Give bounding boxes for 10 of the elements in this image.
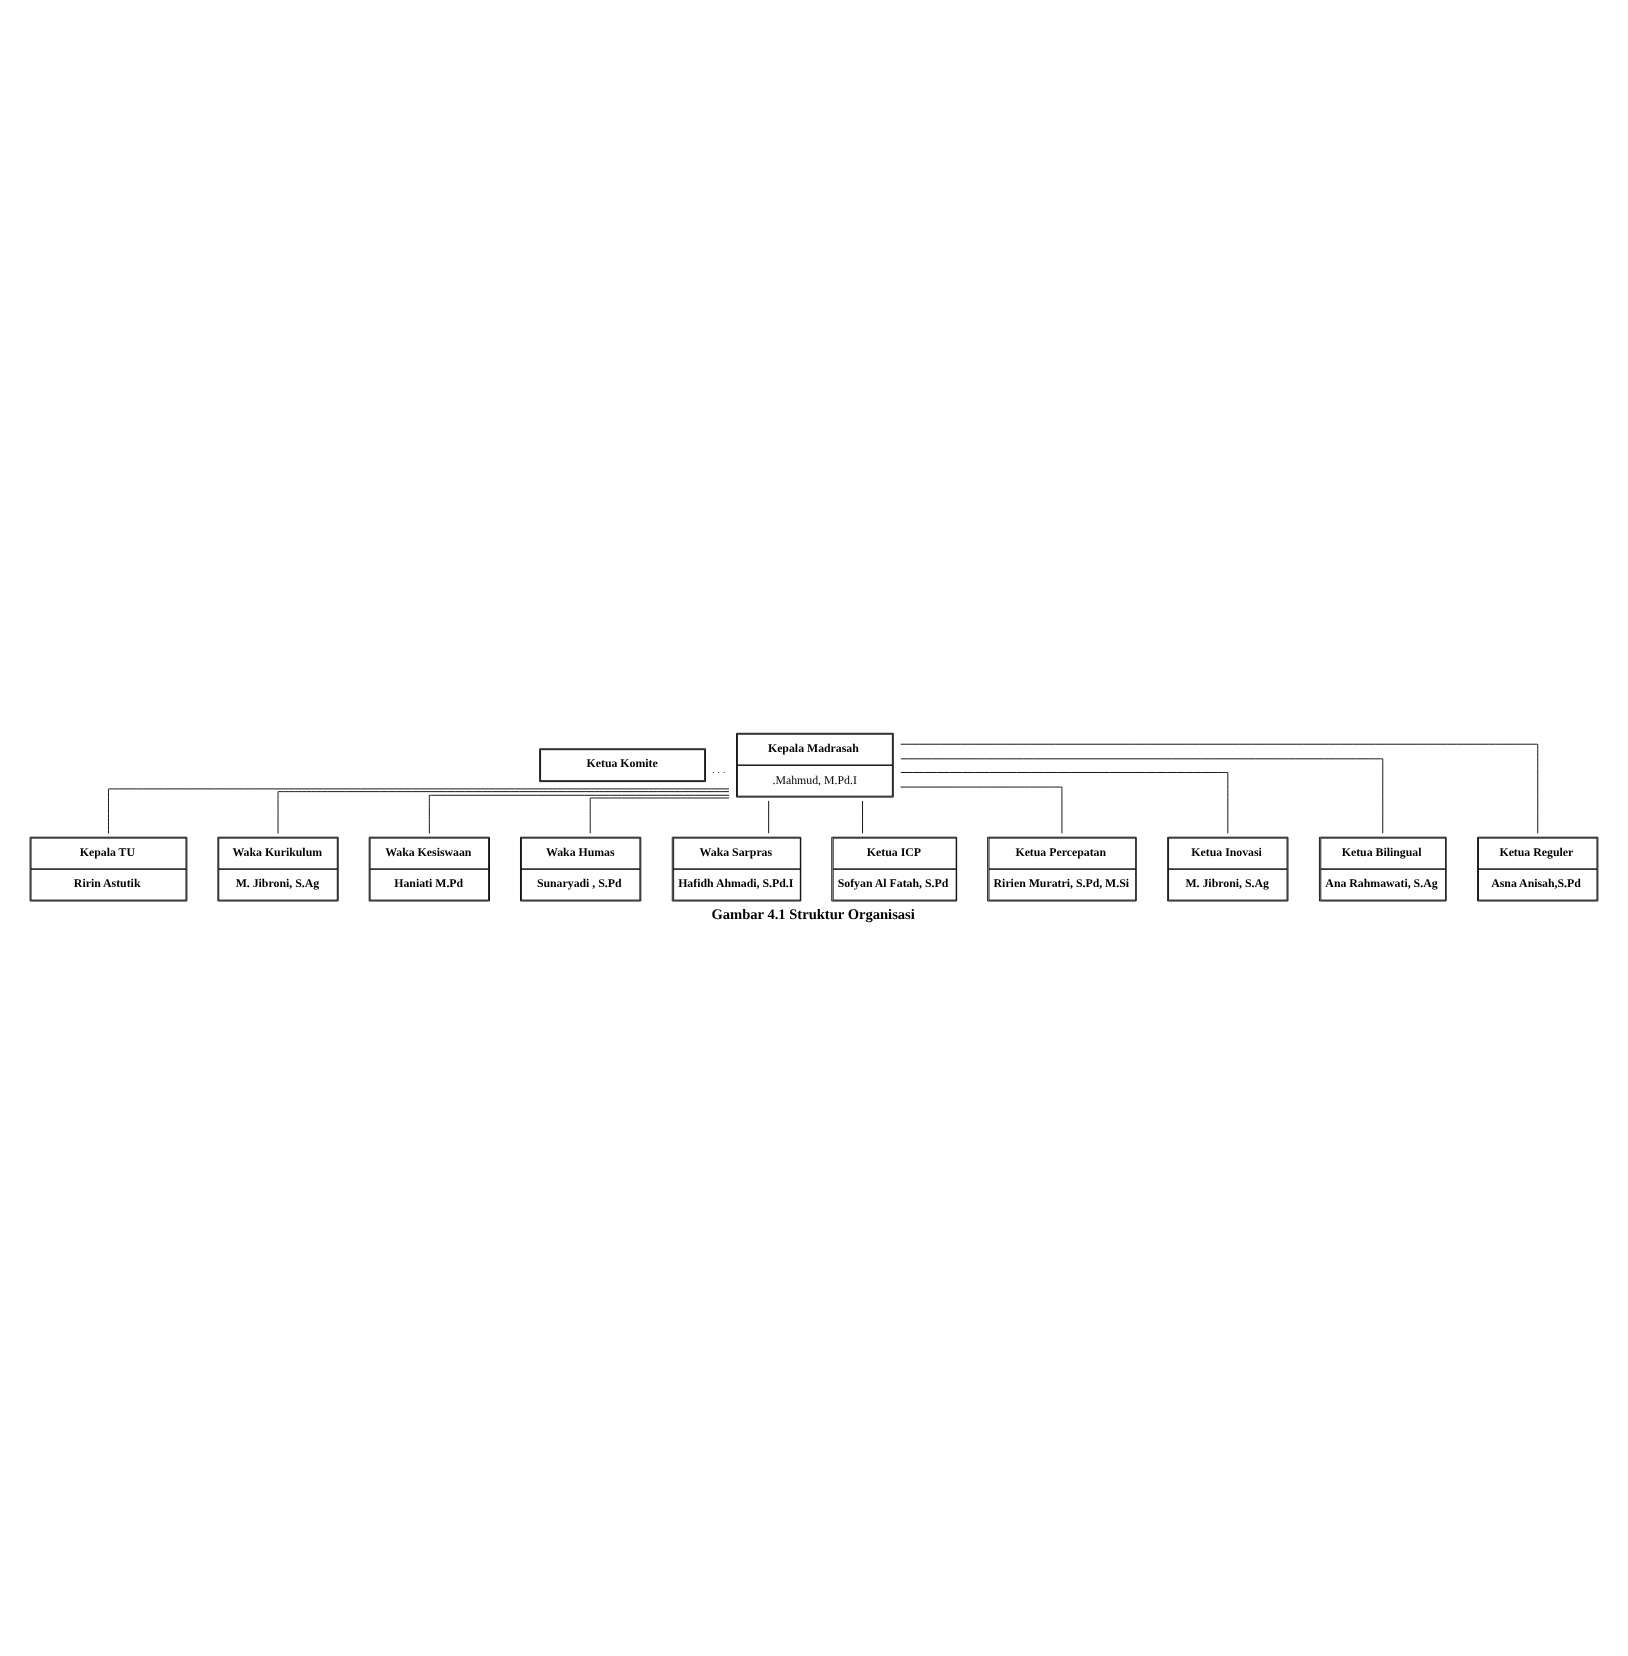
- connector: [900, 785, 1063, 833]
- connector: [428, 793, 730, 833]
- connector: [862, 799, 863, 833]
- connector: [768, 799, 770, 833]
- connector: [277, 790, 730, 833]
- connector: [108, 787, 730, 833]
- connector: [900, 757, 1384, 833]
- connector: [900, 742, 1539, 833]
- connector: [589, 796, 730, 833]
- connector: [900, 771, 1229, 833]
